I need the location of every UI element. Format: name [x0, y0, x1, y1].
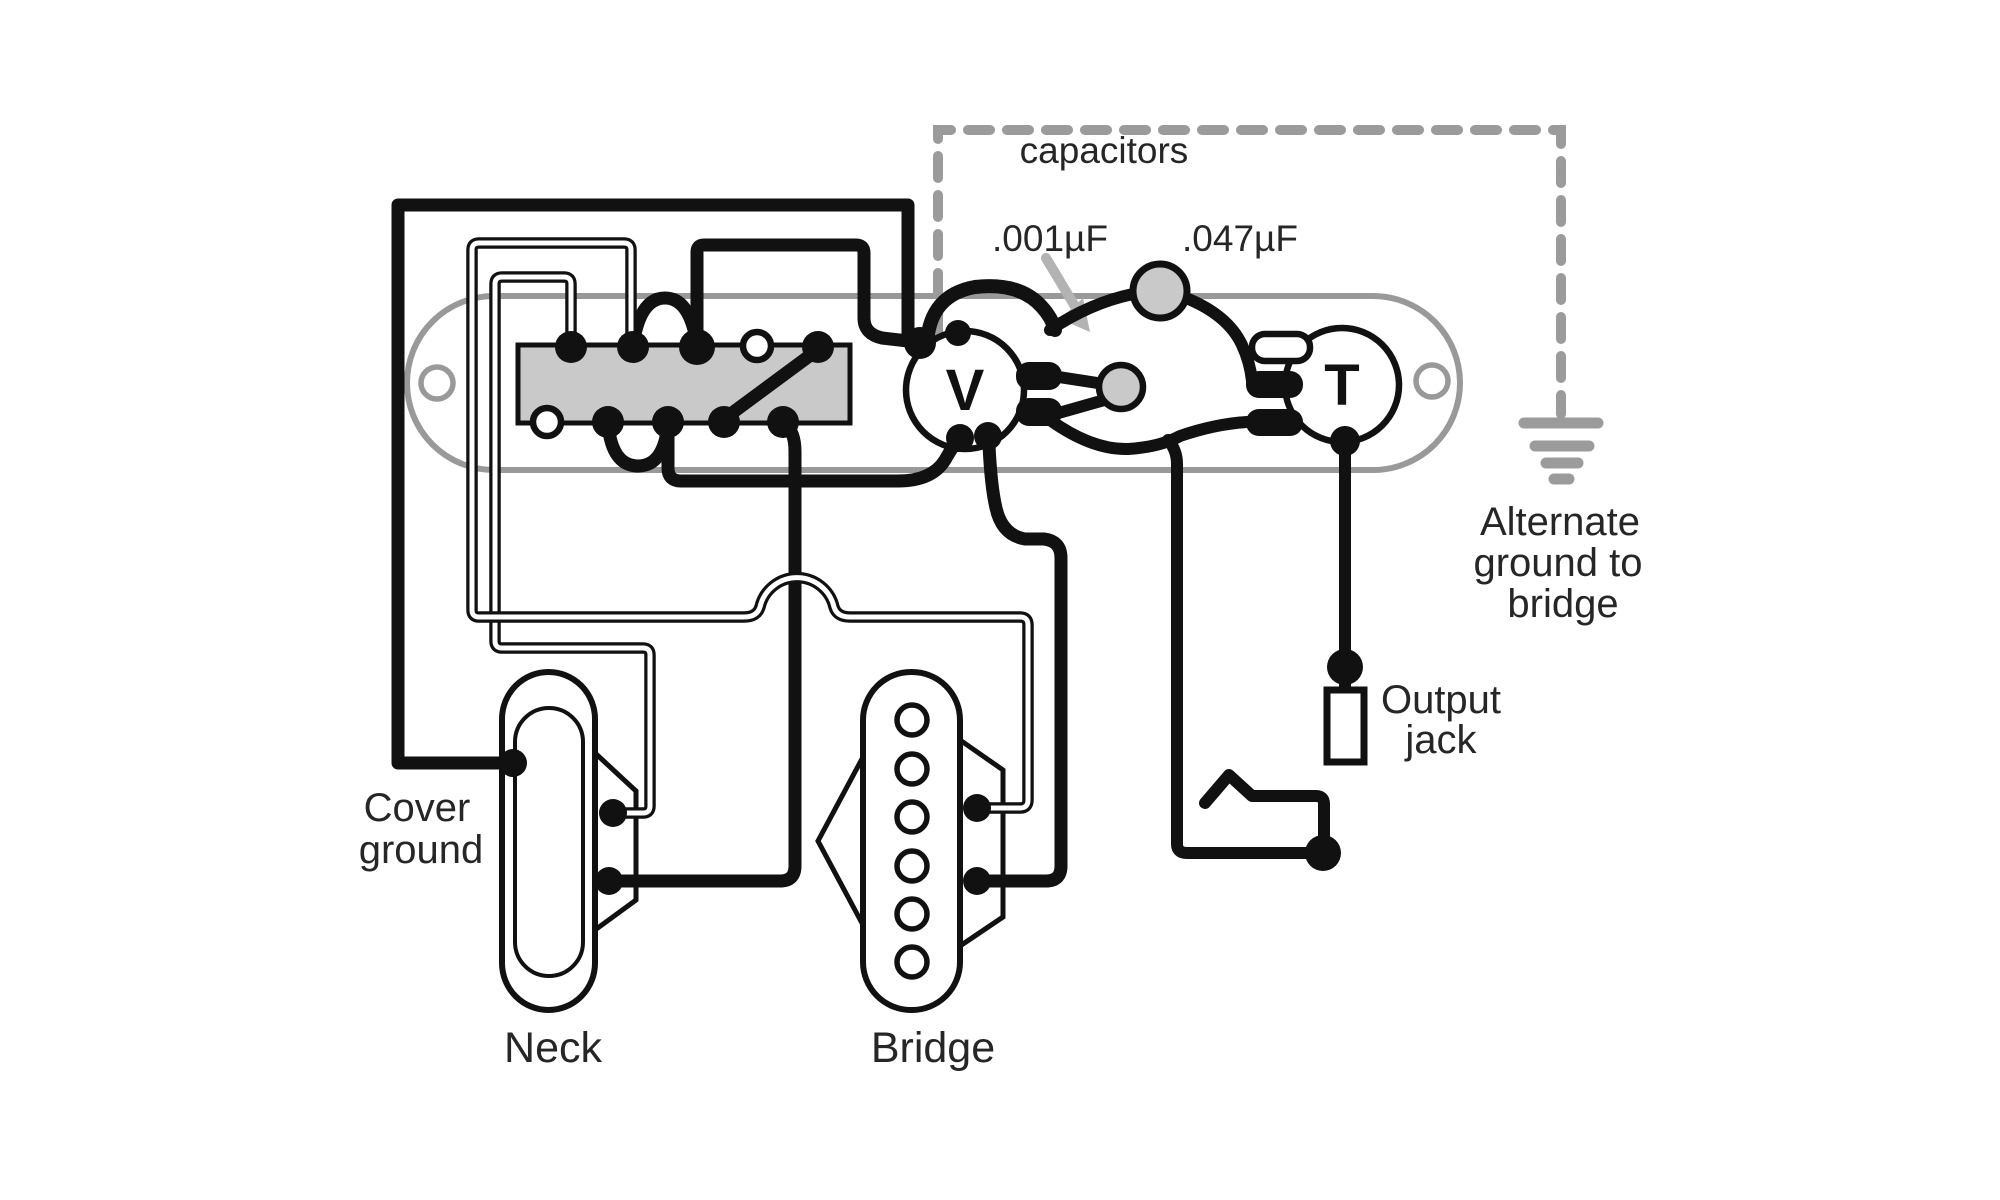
bridge-pickup [815, 669, 1006, 1013]
neck-signal-wire-core [492, 274, 653, 816]
tone-pot-lug-middle [1246, 371, 1303, 398]
bridge-hot-wire [970, 438, 1068, 888]
alternate-ground-label-line1: Alternate [1480, 500, 1640, 544]
bridge-pickup-left-flange [815, 755, 866, 927]
output-jack-label-line2: jack [1404, 718, 1477, 762]
switch-lug [592, 406, 624, 438]
bridge-signal-wire-core [469, 240, 1031, 811]
switch-lug [802, 331, 834, 363]
switch-lug [555, 331, 587, 363]
switch-to-volume-wire [690, 238, 915, 348]
volume-casing-arc-wire [920, 279, 1062, 350]
cap-001-lead-lower [1042, 393, 1114, 422]
volume-pot-lug-upper [1016, 362, 1062, 390]
switch-wiper [717, 344, 823, 426]
volume-output-dot [974, 422, 1002, 450]
cover-ground-label-line2: ground [359, 828, 484, 872]
neck-pickup-inner [513, 706, 585, 978]
solder-joints [499, 320, 1363, 895]
bridge-pickup-label: Bridge [871, 1024, 995, 1072]
bridge-terminal-bottom [963, 867, 991, 895]
switch-lug [767, 406, 799, 438]
neck-pickup-label: Neck [504, 1024, 602, 1072]
volume-input-dot [946, 424, 974, 452]
bridge-pickup-body [860, 669, 963, 1013]
switch-lug-open [529, 404, 565, 440]
cap-047-lead-left [1044, 288, 1139, 336]
cap-047-lead-right [1180, 292, 1258, 387]
neck-pickup [499, 669, 639, 1013]
wires-white [466, 237, 1034, 819]
tone-pot-label: T [1324, 353, 1359, 418]
jack-tip-contact [1199, 769, 1330, 848]
output-jack-label-line1: Output [1381, 678, 1501, 722]
volume-pot-label: V [946, 358, 985, 423]
ground-symbol-icon [1518, 417, 1604, 485]
bridge-pickup-polepieces [894, 702, 930, 980]
volume-to-tone-wire [1044, 414, 1253, 456]
volume-casing-dot [945, 320, 971, 346]
alternate-ground-dashed-wire [933, 125, 1566, 419]
alternate-ground-label-line3: bridge [1507, 582, 1618, 626]
switch-lug [708, 406, 740, 438]
jack-tip-dot [1327, 649, 1363, 685]
capacitors-title: capacitors [1020, 130, 1189, 171]
switch-lug [652, 406, 684, 438]
cap-001-value: .001µF [992, 218, 1108, 259]
bridge-pickup-right-flange [957, 735, 1006, 951]
switch-top-jumper [626, 291, 704, 352]
capacitor-047 [1129, 260, 1191, 322]
plate-screw-hole-left [418, 364, 456, 402]
alternate-ground-path [933, 125, 1604, 485]
cover-ground-wire [391, 198, 915, 770]
jack-ground-wire [1162, 434, 1316, 859]
jack-ground-dot [1305, 835, 1341, 871]
neck-terminal-bottom [595, 867, 623, 895]
neck-cover-ground-dot [499, 749, 527, 777]
ground-junction-dot [904, 327, 936, 359]
cover-ground-label-line1: Cover [364, 786, 471, 830]
switch-lug-open [739, 328, 775, 364]
alternate-ground-label-line2: ground to [1473, 541, 1642, 585]
bridge-terminal-top [963, 794, 991, 822]
output-jack-sleeve [1323, 686, 1368, 766]
switch-lug [679, 329, 715, 365]
neck-terminal-top [599, 799, 627, 827]
capacitor-001 [1095, 361, 1147, 413]
tone-pot-lug-open [1248, 330, 1314, 365]
plate-screw-hole-right [1413, 362, 1451, 400]
tone-pot-lug-lower [1246, 409, 1303, 436]
tone-terminal-dot [1330, 426, 1360, 456]
cap-001-lead-upper [1040, 369, 1110, 390]
neck-pickup-flange [592, 747, 639, 935]
cap-047-value: .047µF [1182, 218, 1298, 259]
switch-lug [617, 331, 649, 363]
